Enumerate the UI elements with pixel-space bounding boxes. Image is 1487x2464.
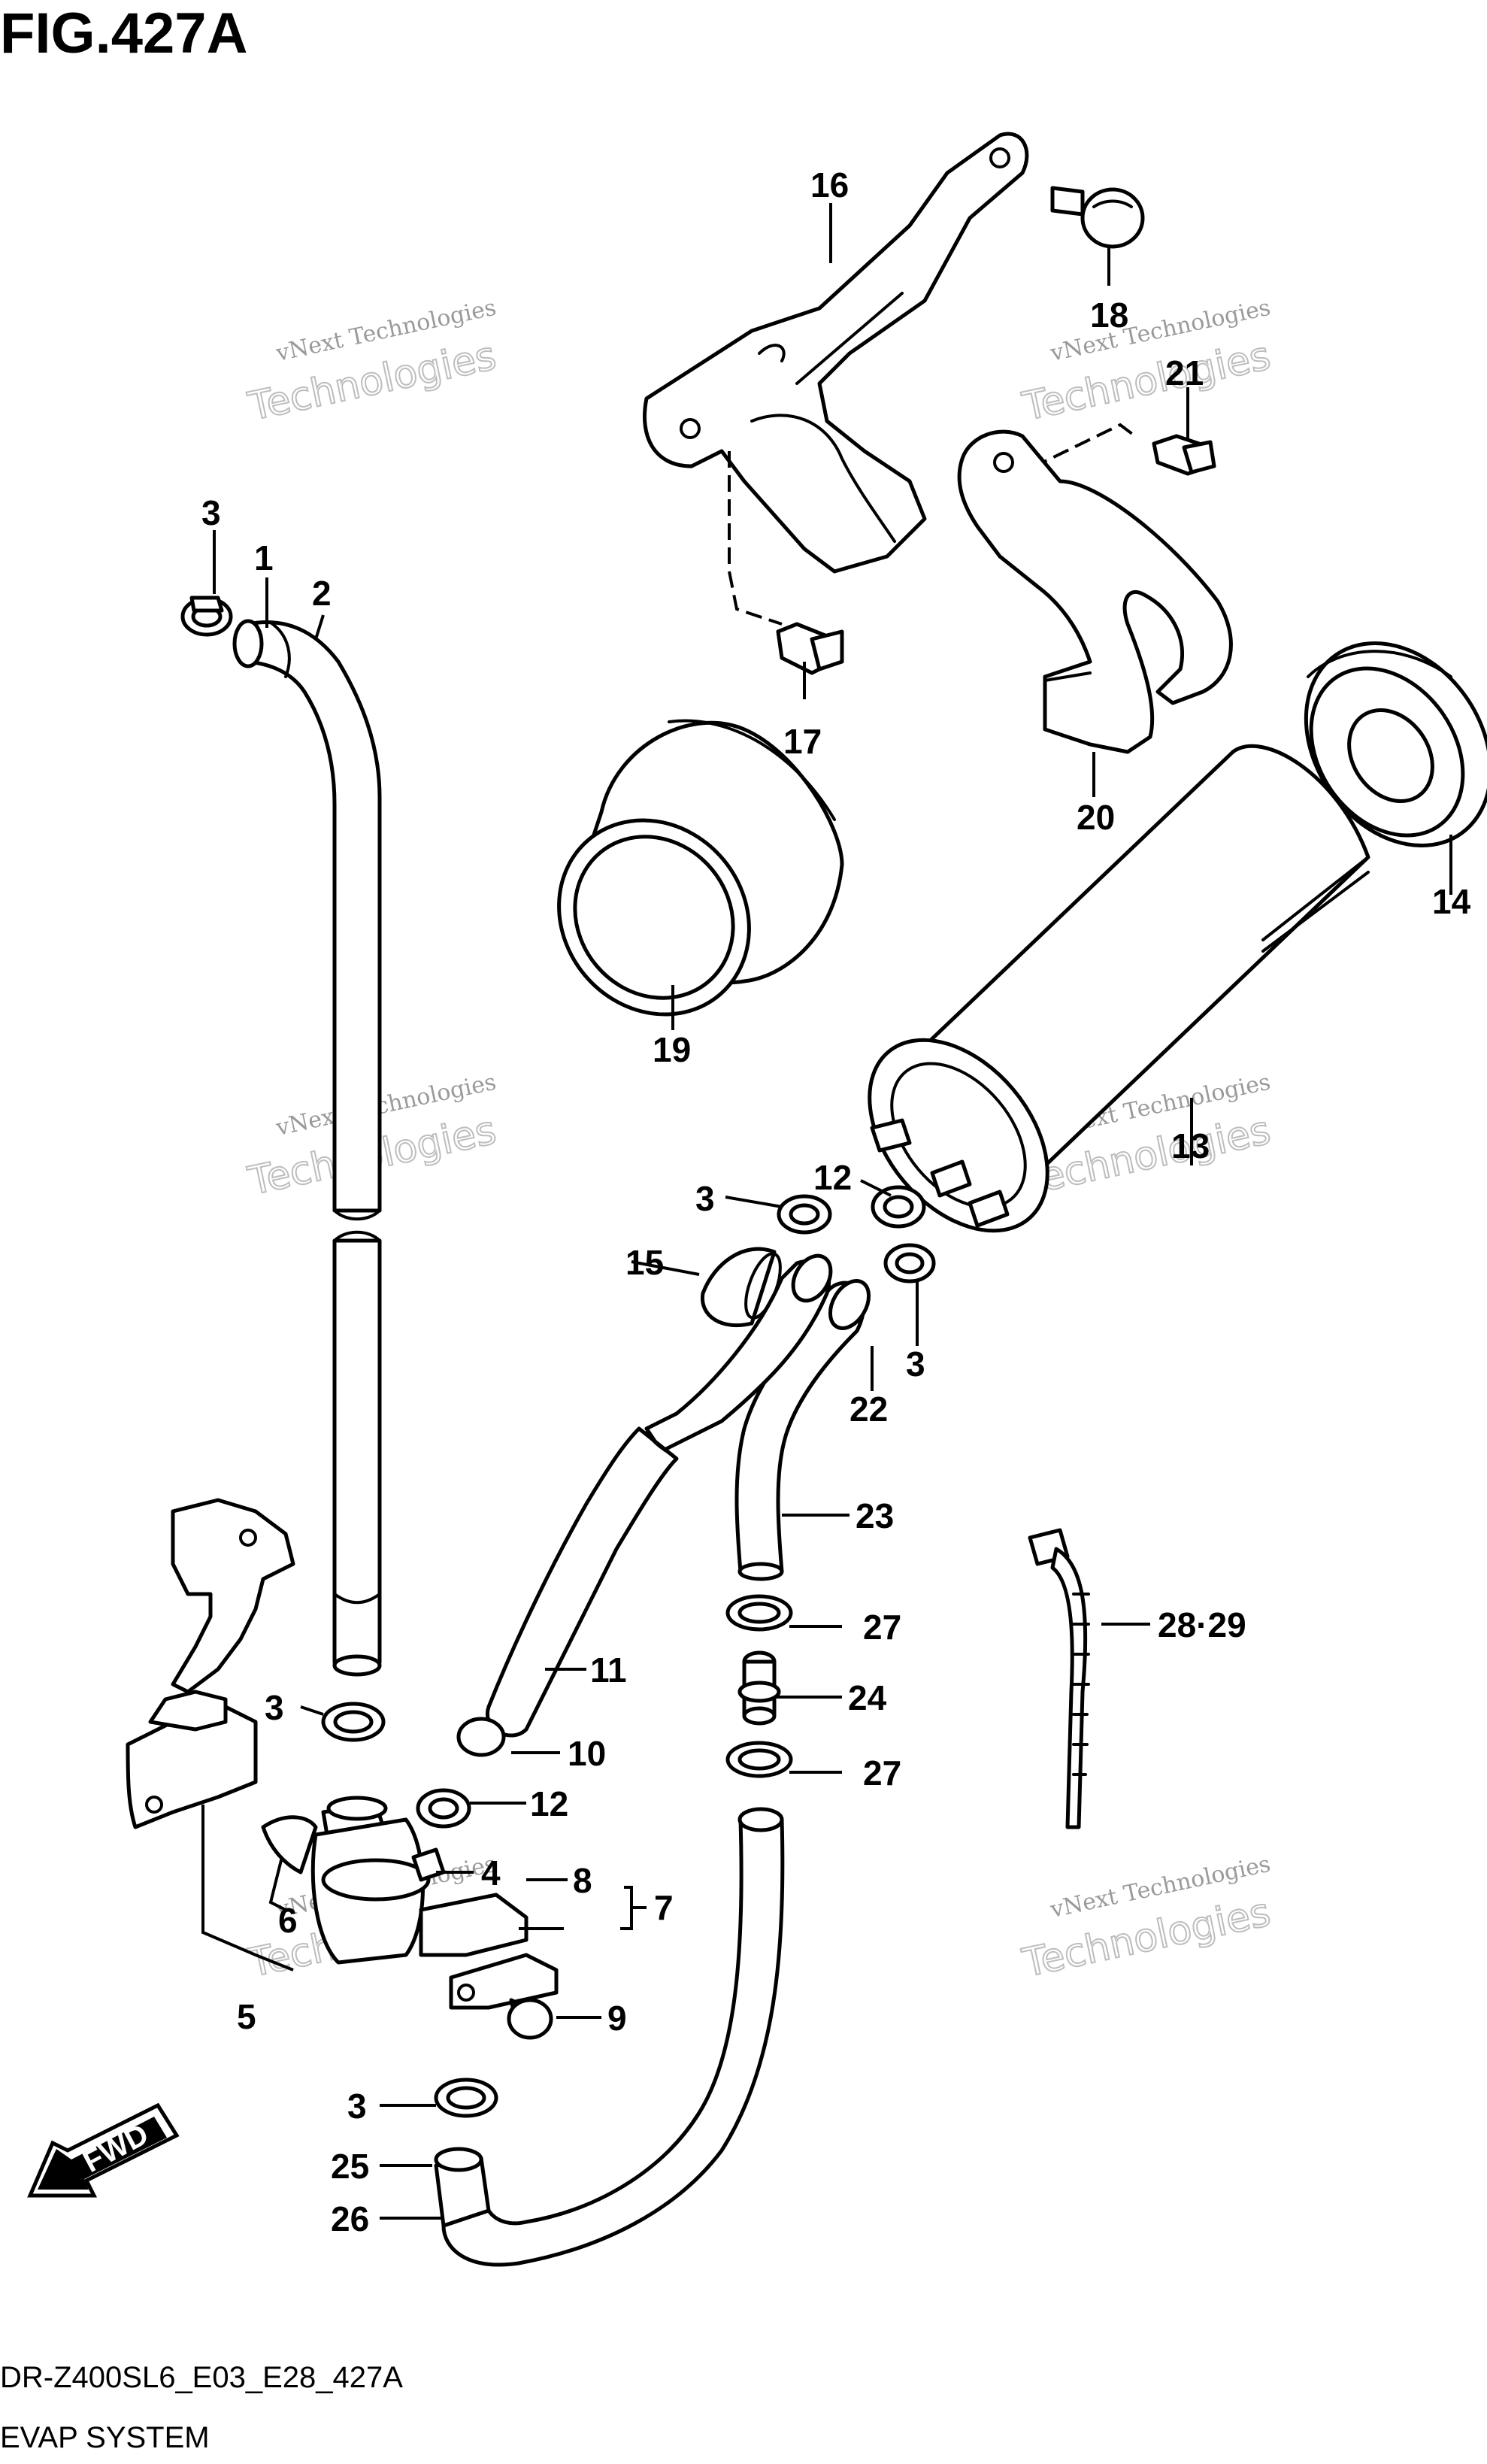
callout-label: 1 bbox=[254, 538, 274, 577]
callout-label: 11 bbox=[590, 1650, 627, 1690]
callout-label: 3 bbox=[906, 1344, 925, 1384]
callout-label: 22 bbox=[849, 1390, 888, 1429]
callout-label: 26 bbox=[331, 2199, 369, 2238]
callout-label: 25 bbox=[331, 2147, 369, 2186]
valve-4 bbox=[261, 1796, 446, 1965]
section-title: EVAP SYSTEM bbox=[0, 2421, 210, 2454]
callout-label: 3 bbox=[201, 493, 221, 532]
clamp-icon bbox=[871, 1185, 926, 1229]
callout-label: 16 bbox=[810, 165, 849, 205]
screw-icon bbox=[507, 1998, 553, 2040]
bracket-16 bbox=[643, 132, 1029, 574]
callout-label: 12 bbox=[530, 1784, 568, 1823]
callout-label: 13 bbox=[1171, 1126, 1210, 1165]
screw-icon bbox=[1050, 186, 1145, 249]
callout-label: 19 bbox=[653, 1030, 691, 1069]
callout-label: 3 bbox=[265, 1688, 284, 1727]
clamp-icon bbox=[434, 2078, 498, 2118]
leader-lines bbox=[213, 203, 1452, 2220]
callout-label: 9 bbox=[607, 1999, 627, 2038]
fwd-badge: FWD bbox=[27, 2102, 180, 2198]
callout-label: 21 bbox=[1165, 353, 1204, 392]
callout-label: 24 bbox=[848, 1678, 887, 1717]
end-cap-14 bbox=[1304, 641, 1487, 847]
canister-cap-19 bbox=[557, 719, 844, 1017]
clamp-icon bbox=[180, 596, 233, 637]
callout-label: 6 bbox=[278, 1901, 298, 1940]
callout-label: 4 bbox=[481, 1853, 501, 1893]
clamp-bracket-8 bbox=[419, 1893, 559, 2010]
bracket-5 bbox=[126, 1498, 295, 1829]
hose-22-23 bbox=[734, 1279, 871, 1581]
callout-label: 20 bbox=[1077, 798, 1115, 837]
clamp-icon bbox=[725, 1594, 793, 1632]
callout-label: 7 bbox=[654, 1888, 674, 1927]
clamp-icon bbox=[321, 1702, 386, 1742]
clamp-icon bbox=[883, 1243, 936, 1284]
callout-label: 18 bbox=[1090, 295, 1128, 335]
joint-24 bbox=[737, 1650, 781, 1726]
plug-15 bbox=[700, 1247, 782, 1328]
callout-label: 15 bbox=[625, 1243, 664, 1282]
callout-label: 28·29 bbox=[1158, 1605, 1246, 1644]
callout-label: 27 bbox=[863, 1753, 901, 1793]
callout-label: 17 bbox=[783, 722, 822, 761]
canister-13 bbox=[868, 744, 1370, 1233]
bolt-icon bbox=[1152, 434, 1216, 476]
hose-11 bbox=[456, 1253, 833, 1757]
model-code: DR-Z400SL6_E03_E28_427A bbox=[0, 2361, 403, 2394]
callout-label: 8 bbox=[573, 1861, 592, 1900]
hose-26 bbox=[434, 1807, 785, 2267]
hose-upper-left bbox=[232, 619, 382, 1677]
callout-label: 2 bbox=[312, 574, 332, 613]
clamp-icon bbox=[416, 1788, 471, 1829]
callout-label: 10 bbox=[568, 1734, 606, 1773]
bolt-icon bbox=[776, 622, 844, 675]
callout-label: 14 bbox=[1432, 882, 1471, 921]
clamp-icon bbox=[777, 1194, 832, 1235]
callout-labels: 1 2 3 16 17 18 21 20 14 19 13 3 12 15 3 … bbox=[201, 165, 1471, 2238]
callout-label: 3 bbox=[695, 1179, 715, 1218]
callout-label: 3 bbox=[347, 2087, 367, 2126]
figure-title: FIG.427A bbox=[0, 2, 247, 65]
callout-label: 12 bbox=[813, 1158, 852, 1197]
callout-label: 5 bbox=[237, 1997, 256, 2036]
cable-tie bbox=[1028, 1528, 1090, 1829]
clamp-icon bbox=[725, 1741, 793, 1778]
callout-label: 27 bbox=[863, 1608, 901, 1647]
callout-label: 23 bbox=[856, 1496, 894, 1535]
bracket-20 bbox=[957, 429, 1233, 754]
